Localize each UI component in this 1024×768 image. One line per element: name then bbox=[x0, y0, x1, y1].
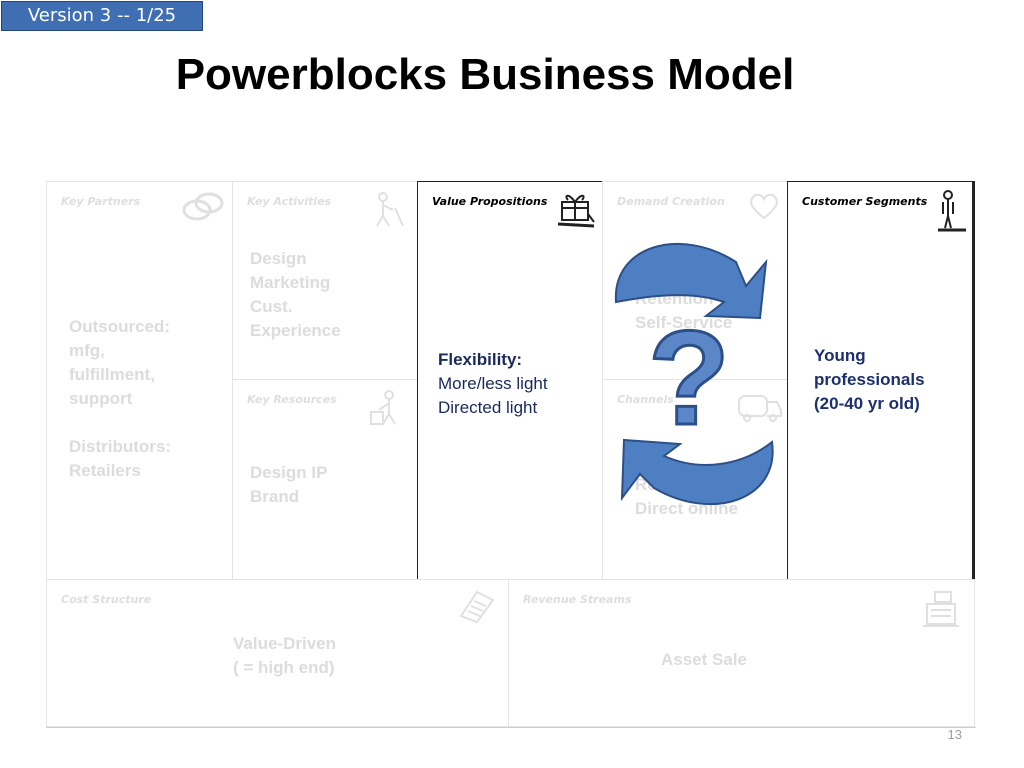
key-partners-heading: Key Partners bbox=[61, 195, 141, 208]
key-activities-heading: Key Activities bbox=[247, 195, 332, 208]
vp-line-1: Flexibility: bbox=[438, 350, 523, 369]
gift-icon bbox=[557, 194, 595, 228]
person-icon bbox=[938, 190, 966, 232]
worker-icon bbox=[376, 192, 404, 227]
version-badge: Version 3 -- 1/25 bbox=[1, 1, 203, 31]
question-mark: ? bbox=[648, 304, 730, 453]
value-propositions-block[interactable]: Value Propositions Flexibility: More/les… bbox=[417, 181, 603, 580]
value-propositions-text: Flexibility: More/less light Directed li… bbox=[438, 348, 548, 420]
revenue-streams-block[interactable]: Revenue Streams Asset Sale bbox=[508, 579, 975, 727]
cycle-arrows-icon bbox=[614, 242, 774, 506]
cost-structure-heading: Cost Structure bbox=[61, 593, 152, 606]
page-title: Powerblocks Business Model bbox=[175, 50, 795, 99]
lower-arrow bbox=[620, 438, 774, 506]
key-partners-text: Outsourced: mfg, fulfillment, support Di… bbox=[69, 317, 171, 480]
cash-register-icon bbox=[923, 591, 959, 627]
value-propositions-heading: Value Propositions bbox=[432, 195, 548, 208]
demand-creation-heading: Demand Creation bbox=[617, 195, 725, 208]
upper-arrow bbox=[614, 242, 768, 320]
chain-link-icon bbox=[182, 192, 224, 221]
channels-heading: Channels bbox=[617, 393, 674, 406]
customer-segments-text: Young professionals (20-40 yr old) bbox=[814, 346, 925, 413]
customer-segments-heading: Customer Segments bbox=[802, 195, 928, 208]
revenue-streams-heading: Revenue Streams bbox=[523, 593, 632, 606]
key-activities-block[interactable]: Key Activities Design Marketing Cust. Ex… bbox=[232, 181, 418, 380]
vp-line-3: Directed light bbox=[438, 398, 538, 417]
page-number: 13 bbox=[947, 727, 962, 742]
builder-icon bbox=[370, 390, 396, 425]
key-resources-heading: Key Resources bbox=[247, 393, 337, 406]
key-resources-text: Design IP Brand bbox=[250, 463, 328, 506]
revenue-streams-text: Asset Sale bbox=[661, 650, 747, 669]
footer-rule bbox=[46, 727, 976, 728]
key-activities-text: Design Marketing Cust. Experience bbox=[250, 249, 341, 340]
cost-structure-text: Value-Driven ( = high end) bbox=[233, 634, 336, 677]
heart-icon bbox=[750, 193, 778, 220]
vp-line-2: More/less light bbox=[438, 374, 548, 393]
truck-icon bbox=[738, 395, 782, 422]
receipt-icon bbox=[459, 590, 495, 624]
customer-segments-block[interactable]: Customer Segments Young professionals (2… bbox=[787, 181, 975, 580]
cost-structure-block[interactable]: Cost Structure Value-Driven ( = high end… bbox=[46, 579, 509, 727]
